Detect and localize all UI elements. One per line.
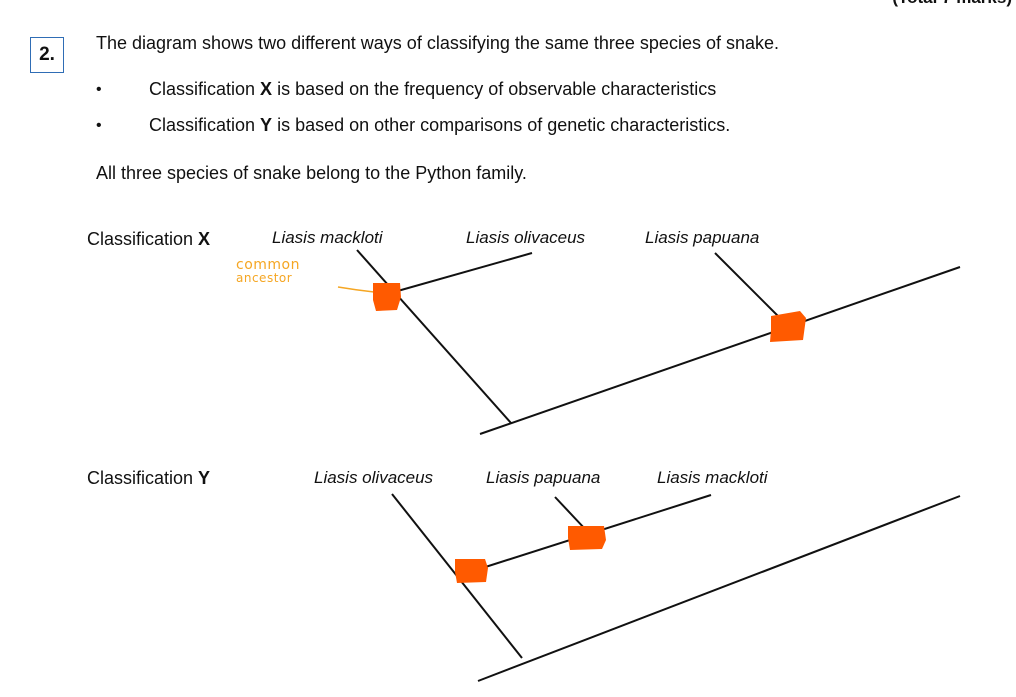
node-marker [455, 559, 488, 583]
classification-y-label: Classification Y [87, 468, 210, 489]
species-x-3: Liasis papuana [645, 228, 760, 247]
annotation-arrow [337, 286, 375, 293]
common-ancestor-annotation: common ancestor [236, 257, 300, 285]
node-markers-y [455, 526, 606, 583]
branch-line [477, 495, 961, 682]
species-x-2: Liasis olivaceus [466, 228, 586, 247]
bullet-marker: • [96, 81, 102, 98]
question-intro: The diagram shows two different ways of … [96, 33, 779, 53]
branch-line [356, 249, 512, 424]
node-marker [770, 311, 806, 342]
branch-line [554, 496, 587, 531]
question-number-box: 2. [30, 37, 64, 73]
classification-label-letter: Y [198, 468, 211, 488]
species-y-2: Liasis papuana [486, 468, 601, 487]
bullet-text-suffix: is based on the frequency of observable … [272, 79, 717, 99]
tree-y [391, 493, 961, 682]
annotation-line-1: common [236, 257, 300, 273]
node-marker [568, 526, 606, 550]
annotation-line-2: ancestor [236, 271, 293, 285]
bullet-bold-letter: Y [260, 115, 273, 135]
species-x-1: Liasis mackloti [272, 228, 383, 247]
classification-label-prefix: Classification [87, 229, 199, 249]
branch-line [714, 252, 789, 327]
family-note: All three species of snake belong to the… [96, 163, 527, 183]
bullet-classification-x: Classification X is based on the frequen… [149, 79, 716, 100]
total-marks-header: (Total 7 marks) [892, 0, 1012, 8]
bullet-text-prefix: Classification [149, 79, 261, 99]
branch-line [479, 266, 961, 435]
species-y-1: Liasis olivaceus [314, 468, 434, 487]
classification-x-label: Classification X [87, 229, 210, 250]
bullet-marker: • [96, 117, 102, 134]
bullet-text-suffix: is based on other comparisons of genetic… [272, 115, 731, 135]
bullet-bold-letter: X [260, 79, 273, 99]
node-marker [373, 283, 401, 311]
bullet-classification-y: Classification Y is based on other compa… [149, 115, 730, 136]
tree-x [356, 249, 961, 435]
bullet-text-prefix: Classification [149, 115, 261, 135]
classification-label-letter: X [198, 229, 211, 249]
classification-label-prefix: Classification [87, 468, 199, 488]
node-markers-x [373, 283, 806, 342]
species-y-3: Liasis mackloti [657, 468, 768, 487]
branch-line [386, 252, 533, 295]
